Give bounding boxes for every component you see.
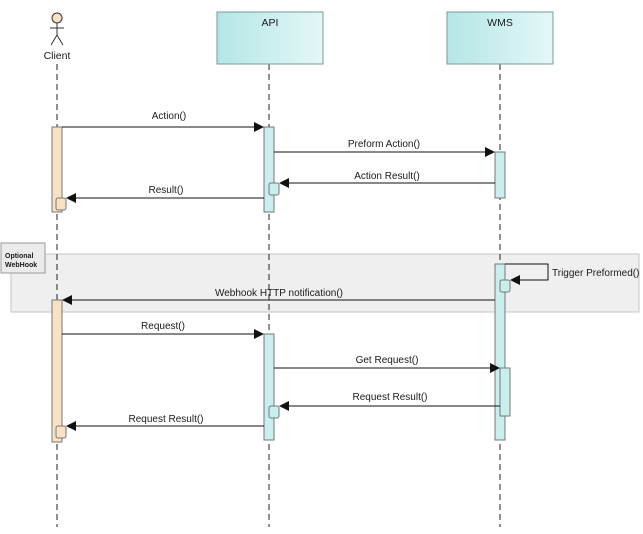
api-activation-2 [263,333,275,441]
preform-action-label: Preform Action() [348,139,420,150]
wms-activation-3 [499,367,511,417]
client-activation-2 [51,299,63,443]
get-request-label: Get Request() [356,355,419,366]
client-actor-icon [50,12,64,46]
api-self-activation-1 [268,182,280,196]
wms-self-activation [499,279,511,293]
result-label: Result() [148,185,183,196]
trigger-preformed-self-arrow [505,263,549,285]
trigger-preformed-label: Trigger Preformed() [552,268,639,279]
action-result-label: Action Result() [354,171,420,182]
api-activation-1 [263,126,275,213]
request-result-api-label: Request Result() [128,414,203,425]
wms-activation-1 [494,151,506,199]
wms-participant-box [446,11,554,65]
client-self-activation-2 [55,425,67,439]
fragment-label-line1: Optional [5,253,33,260]
api-label: API [262,17,279,29]
client-label: Client [44,50,71,62]
fragment-label-tab [0,242,46,274]
wms-activation-2 [494,263,506,441]
webhook-notification-label: Webhook HTTP notification() [215,288,343,299]
wms-label: WMS [487,17,513,29]
api-participant-box [216,11,324,65]
fragment-label-line2: WebHook [5,262,37,269]
client-self-activation-1 [55,197,67,211]
optional-webhook-fragment [10,253,640,313]
action-label: Action() [152,111,186,122]
request-label: Request() [141,321,185,332]
request-result-wms-label: Request Result() [352,392,427,403]
api-self-activation-2 [268,405,280,419]
client-activation-1 [51,126,63,213]
